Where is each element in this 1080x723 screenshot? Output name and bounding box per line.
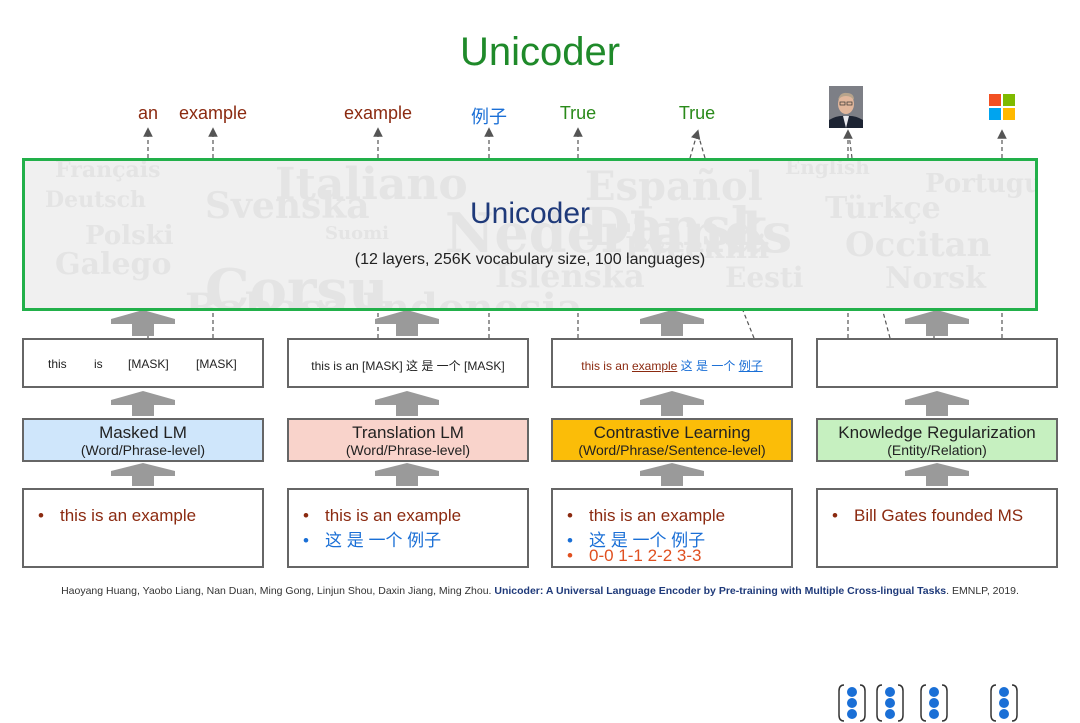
background-language-word: English	[785, 158, 870, 179]
task-level: (Entity/Relation)	[887, 442, 987, 458]
task-knowledge-regularization: Knowledge Regularization (Entity/Relatio…	[816, 418, 1058, 462]
task-name: Knowledge Regularization	[838, 423, 1036, 442]
background-language-word: Galego	[55, 247, 172, 282]
flow-arrows	[111, 310, 969, 486]
mlm-token: [MASK]	[128, 357, 169, 371]
encoder-subtitle: (12 layers, 256K vocabulary size, 100 la…	[354, 251, 706, 268]
output-true-1: True	[559, 103, 597, 123]
background-language-word: Dansk	[585, 197, 767, 258]
background-language-word: Español	[585, 163, 763, 210]
connector-lines	[111, 127, 1007, 486]
background-language-word: Русский	[625, 231, 770, 266]
background-language-word: Occitan	[845, 225, 992, 265]
mlm-input-box: this is [MASK] [MASK]	[22, 338, 264, 388]
background-language-word: Íslenska	[495, 257, 645, 295]
cl-input-text: this is an example 这 是 一个 例子	[553, 357, 791, 374]
cl-input-prefix: this is an	[581, 359, 632, 373]
example-text: 这 是 一个 例子	[325, 531, 442, 550]
tlm-example-box: • this is an example • 这 是 一个 例子	[287, 488, 529, 568]
output-example: example	[178, 103, 248, 123]
entity-group-icon	[920, 684, 948, 722]
example-text: Bill Gates founded MS	[854, 506, 1024, 525]
background-language-word: Svenska	[205, 185, 370, 227]
bullet: •	[567, 506, 573, 525]
example-line: • 这 是 一个 例子	[567, 526, 705, 551]
bullet: •	[303, 531, 309, 550]
cl-input-box: this is an example 这 是 一个 例子	[551, 338, 793, 388]
output-lizi: 例子	[471, 107, 507, 127]
task-masked-lm: Masked LM (Word/Phrase-level)	[22, 418, 264, 462]
background-language-word: Norsk	[885, 261, 986, 296]
kr-example-box: • Bill Gates founded MS	[816, 488, 1058, 568]
example-line: • 这 是 一个 例子	[303, 526, 441, 551]
example-line: • 0-0 1-1 2-2 3-3	[567, 546, 701, 566]
background-language-word: Eesti	[725, 261, 804, 294]
bill-gates-portrait	[829, 86, 863, 128]
bullet: •	[567, 546, 573, 565]
background-language-word: Polski	[85, 221, 174, 251]
microsoft-logo-icon	[989, 94, 1015, 120]
cl-input-lizi: 例子	[738, 359, 763, 373]
cl-input-example: example	[631, 359, 678, 373]
example-line: • this is an example	[38, 506, 196, 526]
mlm-token: is	[94, 357, 103, 371]
example-text: this is an example	[325, 506, 462, 525]
background-language-word: Suomi	[325, 223, 389, 244]
entity-group-icon	[838, 684, 866, 722]
output-example-tlm: example	[343, 103, 413, 123]
task-translation-lm: Translation LM (Word/Phrase-level)	[287, 418, 529, 462]
background-language-word: Français	[55, 158, 161, 183]
entity-group-icon	[990, 684, 1018, 722]
background-language-word: Italiano	[275, 159, 468, 210]
background-language-word: Nederlands	[445, 201, 793, 265]
task-contrastive-learning: Contrastive Learning (Word/Phrase/Senten…	[551, 418, 793, 462]
encoder-block: Français Italiano Español EnglishPortuguêsD…	[22, 158, 1038, 311]
example-text: this is an example	[60, 506, 197, 525]
background-language-word: Bahasa Indonesia	[185, 285, 583, 311]
citation-venue: . EMNLP, 2019.	[946, 585, 1019, 597]
tlm-input-text: this is an [MASK] 这 是 一个 [MASK]	[311, 359, 505, 373]
kr-input-box	[816, 338, 1058, 722]
output-an: an	[137, 103, 159, 123]
example-line: • this is an example	[567, 506, 725, 526]
page-title: Unicoder	[459, 30, 621, 74]
tlm-input-box: this is an [MASK] 这 是 一个 [MASK]	[287, 338, 529, 388]
mlm-token: this	[48, 357, 67, 371]
citation-paper-title: Unicoder: A Universal Language Encoder b…	[494, 585, 947, 597]
example-text: this is an example	[589, 506, 726, 525]
cl-input-mid: 这 是 一个	[677, 359, 739, 373]
bullet: •	[567, 531, 573, 550]
bullet: •	[303, 506, 309, 525]
example-line: • Bill Gates founded MS	[832, 506, 1023, 526]
task-level: (Word/Phrase-level)	[345, 442, 471, 458]
task-level: (Word/Phrase/Sentence-level)	[578, 442, 766, 458]
task-name: Translation LM	[352, 423, 464, 442]
citation-authors: Haoyang Huang, Yaobo Liang, Nan Duan, Mi…	[61, 585, 495, 597]
example-line: • this is an example	[303, 506, 461, 526]
bullet: •	[38, 506, 44, 525]
mlm-token: [MASK]	[196, 357, 237, 371]
citation: Haoyang Huang, Yaobo Liang, Nan Duan, Mi…	[0, 585, 1080, 597]
example-text: 这 是 一个 例子	[589, 531, 706, 550]
task-name: Contrastive Learning	[593, 423, 751, 442]
entity-group-icon	[876, 684, 904, 722]
background-language-word: Português	[925, 169, 1035, 199]
output-true-2: True	[678, 103, 716, 123]
mlm-example-box: • this is an example	[22, 488, 264, 568]
cl-example-box: • this is an example • 这 是 一个 例子 • 0-0 1-1 …	[551, 488, 793, 568]
encoder-title: Unicoder	[469, 197, 591, 230]
background-language-word: Türkçe	[825, 191, 941, 226]
background-language-word: Deutsch	[45, 187, 147, 213]
bullet: •	[832, 506, 838, 525]
task-level: (Word/Phrase-level)	[80, 442, 206, 458]
background-language-word: Corsu	[205, 257, 389, 311]
alignment-text: 0-0 1-1 2-2 3-3	[589, 546, 702, 565]
task-name: Masked LM	[99, 423, 187, 442]
